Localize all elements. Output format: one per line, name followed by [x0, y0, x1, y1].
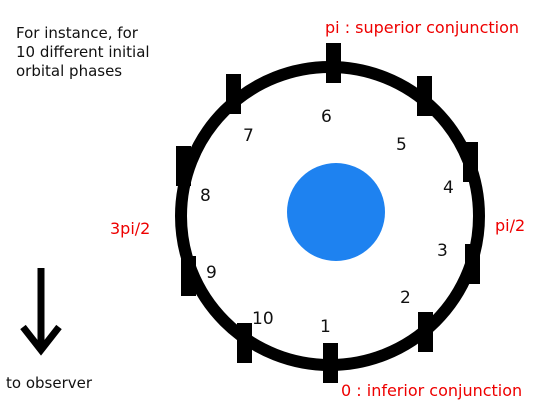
observer-arrow-head: [20, 324, 62, 356]
phase-number-5: 5: [396, 135, 407, 155]
phase-number-3: 3: [437, 241, 448, 261]
observer-arrow: [20, 268, 62, 356]
phase-number-9: 9: [206, 263, 217, 283]
phase-number-4: 4: [443, 178, 454, 198]
phase-marker-4: [463, 142, 478, 182]
label-pi-over-2: pi/2: [495, 216, 526, 235]
phase-marker-9: [181, 256, 196, 296]
phase-marker-7: [226, 74, 241, 114]
observer-label: to observer: [6, 374, 93, 392]
phase-number-1: 1: [320, 317, 331, 337]
intro-text: For instance, for 10 different initial o…: [16, 24, 150, 80]
phase-number-6: 6: [321, 107, 332, 127]
phase-marker-8: [176, 146, 191, 186]
phase-number-10: 10: [252, 309, 274, 329]
phase-number-2: 2: [400, 288, 411, 308]
phase-number-7: 7: [243, 126, 254, 146]
label-superior-conjunction: pi : superior conjunction: [325, 18, 520, 37]
phase-marker-6: [326, 43, 341, 83]
phase-markers: [176, 43, 480, 383]
phase-number-8: 8: [200, 186, 211, 206]
phase-marker-3: [465, 244, 480, 284]
central-star: [287, 163, 385, 261]
phase-marker-1: [323, 343, 338, 383]
label-3pi-over-2: 3pi/2: [110, 219, 151, 238]
label-inferior-conjunction: 0 : inferior conjunction: [341, 381, 523, 400]
phase-marker-10: [237, 323, 252, 363]
phase-marker-5: [417, 76, 432, 116]
phase-marker-2: [418, 312, 433, 352]
